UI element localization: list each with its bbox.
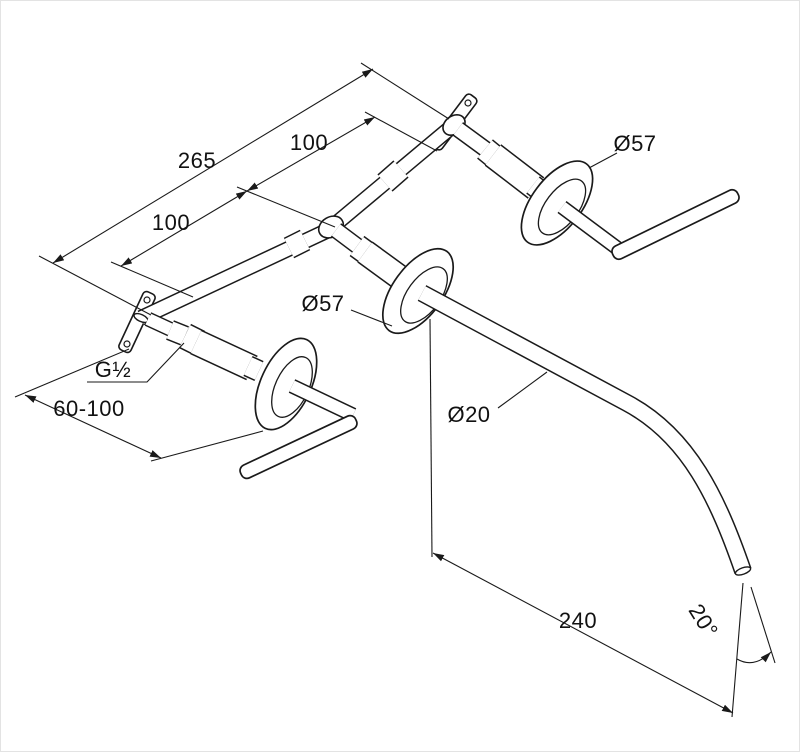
extension-line <box>364 111 438 152</box>
dim-label-flange-diameter-center: Ø57 <box>301 291 344 316</box>
spout-tube <box>417 285 752 574</box>
leader-thread <box>87 342 185 383</box>
spout-outlet <box>734 566 752 576</box>
dim-line-60-100 <box>24 394 162 459</box>
left-bracket-hole-icon <box>143 296 151 304</box>
leader-diameter-57-center <box>350 309 393 327</box>
dim-label-overall-width: 265 <box>178 148 216 173</box>
extension-line <box>236 186 336 228</box>
dim-line-100-upper <box>246 116 376 192</box>
spout-assembly <box>330 223 752 576</box>
right-handle-assembly <box>452 122 740 261</box>
leader-diameter-20 <box>497 371 548 409</box>
right-lever-handle <box>611 188 740 261</box>
extension-line <box>429 318 433 558</box>
dim-label-installation-depth: 60-100 <box>53 396 125 421</box>
right-bracket-hole-icon <box>464 99 472 107</box>
extension-line <box>110 261 194 298</box>
dim-line-100-lower <box>120 190 248 267</box>
extension-line <box>150 430 264 462</box>
dim-label-spout-angle: 20° <box>684 599 724 642</box>
extension-line <box>731 582 744 718</box>
extension-line <box>750 586 776 664</box>
dim-label-upper-spacing: 100 <box>290 130 328 155</box>
dim-label-thread-size: G½ <box>95 357 131 382</box>
extension-line <box>360 62 450 120</box>
leader-diameter-57-right <box>588 152 618 169</box>
left-bracket-hole-icon <box>123 340 131 348</box>
dim-line-240 <box>432 552 734 714</box>
left-handle-assembly <box>144 312 358 480</box>
extension-line <box>14 348 130 398</box>
dimension-annotations: 265 100 100 Ø57 Ø57 G½ 60-100 Ø20 240 20… <box>14 62 776 718</box>
dim-label-spout-diameter: Ø20 <box>447 402 490 427</box>
dim-line-265 <box>52 68 374 264</box>
angle-arc <box>736 651 772 664</box>
left-lever-handle <box>239 414 358 480</box>
dim-label-flange-diameter-right: Ø57 <box>613 131 656 156</box>
extension-line <box>38 255 152 316</box>
dim-label-spout-reach: 240 <box>559 608 597 633</box>
dim-label-lower-spacing: 100 <box>152 210 190 235</box>
